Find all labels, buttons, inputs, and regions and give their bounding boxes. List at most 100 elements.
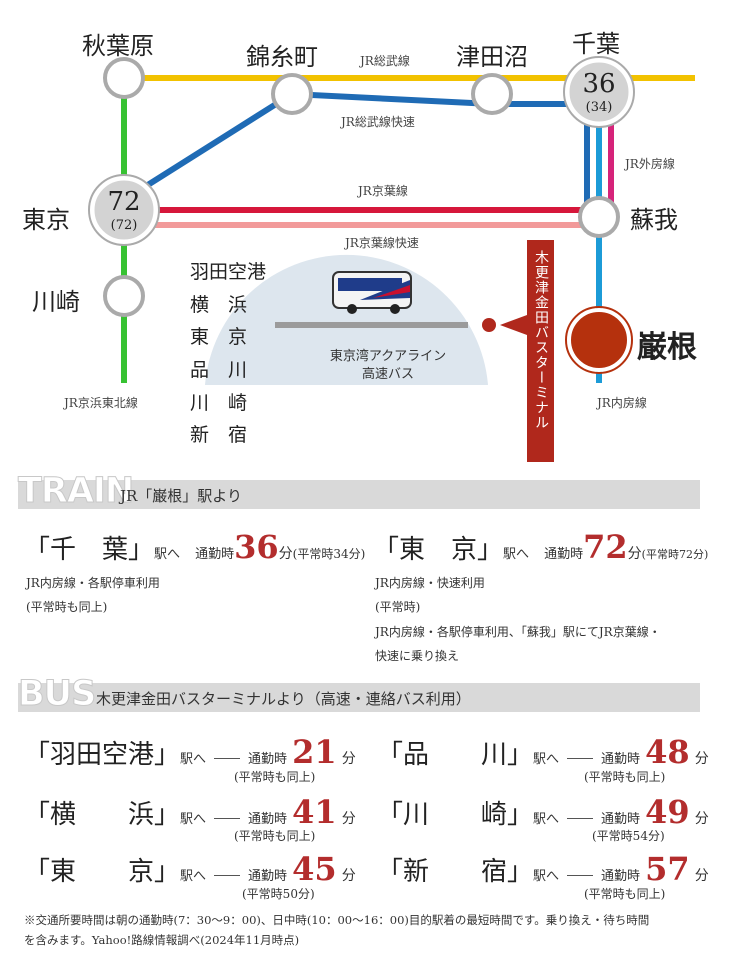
station-tsudanuma-name: 津田沼: [456, 43, 528, 71]
footnote-line-2: を含みます。Yahoo!路線情報調べ(2024年11月時点): [24, 933, 300, 947]
trip-unit: 分: [341, 811, 356, 827]
station-kinshicho-name: 錦糸町: [246, 43, 318, 71]
bus-dest-haneda: 羽田空港: [190, 261, 267, 283]
dash: [567, 875, 594, 876]
trip-to: 駅へ: [180, 812, 207, 827]
station-kawasaki-marker: [103, 275, 145, 317]
train-title: JR「巌根」駅より: [120, 487, 243, 505]
bus-header: BUS 木更津金田バスターミナルより（高速・連絡バス利用）: [17, 675, 700, 714]
tokyo-minutes: 72: [107, 187, 141, 217]
line-label-uchibo: JR内房線: [597, 396, 647, 410]
trip-dest: 「横 浜」: [24, 800, 181, 830]
station-soga-name: 蘇我: [630, 206, 678, 234]
trip-label: 通勤時: [544, 547, 584, 562]
trip-minutes: 36: [234, 528, 279, 566]
trip-minutes: 41: [292, 793, 337, 831]
trip-normal: (平常時も同上): [584, 770, 666, 784]
bus-area-dome: [205, 254, 488, 385]
trip-unit: 分: [341, 868, 356, 884]
trip-dest: 「東 京」: [24, 857, 181, 887]
terminal-box: 木更津金田バスターミナル: [527, 240, 554, 462]
trip-to: 駅へ: [533, 869, 560, 884]
station-tokyo-marker: [89, 175, 159, 245]
trip-normal: (平常時72分): [641, 548, 709, 561]
terminal-pointer: [500, 315, 527, 335]
trip-to: 駅へ: [180, 869, 207, 884]
bus-dest-tokyo: 東 京: [190, 326, 248, 348]
bus-tag: BUS: [17, 674, 96, 714]
bus-trip-yokohama: 「横 浜」駅へ 通勤時 41 分: [24, 793, 356, 831]
trip-label: 通勤時: [601, 752, 641, 767]
trip-to: 駅へ: [503, 547, 530, 562]
station-iwane-ring: [565, 306, 633, 374]
dash: [214, 875, 241, 876]
trip-minutes: 72: [583, 528, 628, 566]
station-kawasaki-name: 川崎: [32, 288, 80, 316]
station-tsudanuma-marker: [471, 73, 513, 115]
terminal-marker: [482, 318, 496, 332]
tokyo-minutes-normal: (72): [110, 218, 138, 233]
bus-dest-shinjuku: 新 宿: [190, 424, 248, 446]
trip-normal: (平常時も同上): [584, 887, 666, 901]
dash: [214, 818, 241, 819]
trip-normal: (平常時も同上): [234, 770, 316, 784]
bus-line-type: 高速バス: [361, 367, 414, 382]
trip-unit: 分: [627, 546, 642, 562]
line-label-sotobo: JR外房線: [625, 157, 675, 171]
bus-trip-shinjuku: 「新 宿」駅へ通勤時 57 分: [377, 850, 709, 888]
station-iwane-name: 巌根: [637, 330, 697, 365]
station-tokyo-name: 東京: [22, 206, 70, 234]
bus-line-name: 東京湾アクアライン: [329, 349, 447, 364]
bus-trip-tokyo: 「東 京」駅へ通勤時 45 分: [24, 850, 356, 888]
trip-label: 通勤時: [195, 547, 235, 562]
train-header: TRAIN JR「巌根」駅より: [17, 472, 700, 511]
train-note: 快速に乗り換え: [375, 649, 460, 663]
train-trip-tokyo: 「東 京」駅へ 通勤時72分(平常時72分): [373, 528, 708, 566]
train-note: JR内房線・各駅停車利用: [26, 576, 160, 590]
trip-normal: (平常時50分): [242, 887, 315, 901]
station-chiba-ring: [563, 56, 635, 128]
trip-dest: 「新 宿」: [377, 857, 534, 887]
dash: [214, 758, 241, 759]
bus-dest-kawasaki: 川 崎: [190, 392, 248, 414]
line-label-keiyo-rapid: JR京葉線快速: [345, 236, 419, 250]
dash: [567, 758, 594, 759]
trip-label: 通勤時: [248, 812, 288, 827]
trip-to: 駅へ: [533, 812, 560, 827]
line-label-sobu: JR総武線: [360, 54, 410, 68]
trip-label: 通勤時: [248, 752, 288, 767]
line-label-sobu-rapid: JR総武線快速: [341, 115, 415, 129]
trip-to: 駅へ: [180, 752, 207, 767]
trip-label: 通勤時: [601, 869, 641, 884]
train-tag: TRAIN: [17, 471, 134, 511]
trip-dest: 「品 川」: [377, 740, 534, 770]
bus-trip-kawasaki: 「川 崎」駅へ通勤時 49 分: [377, 793, 709, 831]
train-note: (平常時): [375, 600, 421, 614]
bus-trip-shinagawa: 「品 川」駅へ通勤時 48 分: [377, 733, 709, 771]
trip-to: 駅へ: [533, 752, 560, 767]
station-akihabara-marker: [103, 57, 145, 99]
bus-trip-haneda: 「羽田空港」駅へ 通勤時 21 分: [24, 733, 356, 771]
station-tokyo-ring: [88, 174, 160, 246]
trip-minutes: 45: [292, 850, 337, 888]
trip-minutes: 21: [292, 733, 337, 771]
trip-unit: 分: [341, 751, 356, 767]
station-akihabara-name: 秋葉原: [82, 32, 154, 60]
terminal-label: 木更津金田バスターミナル: [533, 250, 549, 430]
chiba-minutes: 36: [582, 69, 616, 99]
station-chiba-marker: [564, 57, 634, 127]
train-trip-chiba: 「千 葉」駅へ 通勤時36分(平常時34分): [24, 528, 365, 566]
line-label-keiyo: JR京葉線: [358, 184, 408, 198]
bus-dest-yokohama: 横 浜: [190, 294, 248, 316]
trip-normal: (平常時も同上): [234, 829, 316, 843]
trip-unit: 分: [278, 546, 293, 562]
trip-dest: 「羽田空港」: [24, 740, 181, 770]
trip-dest: 「千 葉」: [24, 535, 155, 565]
trip-to: 駅へ: [154, 547, 181, 562]
trip-normal: (平常時54分): [592, 829, 665, 843]
line-label-keihin-tohoku: JR京浜東北線: [64, 396, 138, 410]
bus-title: 木更津金田バスターミナルより（高速・連絡バス利用）: [96, 690, 471, 708]
route-map: [88, 56, 695, 385]
trip-normal: (平常時34分): [292, 547, 366, 561]
